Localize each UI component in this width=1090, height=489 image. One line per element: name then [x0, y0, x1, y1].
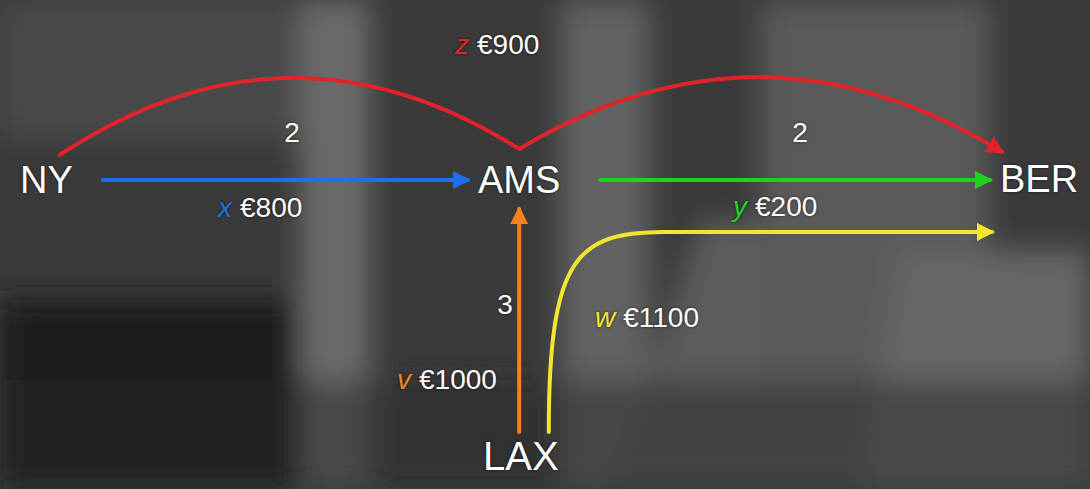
price-label: €900: [477, 30, 539, 61]
photo-patch: [0, 0, 300, 140]
city-node: LAX: [483, 436, 559, 476]
photo-patch: [0, 380, 1090, 489]
edge-letter: v: [397, 365, 411, 396]
city-name: LAX: [483, 436, 559, 476]
edge-letter: z: [455, 30, 469, 61]
price-label: €1000: [419, 365, 497, 396]
city-node: BER: [1000, 160, 1078, 198]
flight-connector: [600, 178, 990, 182]
city-name: AMS: [478, 161, 560, 199]
edge-letter: x: [218, 193, 232, 224]
city-name: NY: [20, 161, 73, 199]
flight-connector: [60, 77, 1002, 155]
price-label: €200: [755, 192, 817, 223]
duration-number: 3: [497, 290, 513, 321]
city-node: NY: [20, 161, 73, 199]
price-label: €1100: [623, 303, 699, 334]
edge-letter: w: [595, 303, 615, 334]
duration-number: 2: [284, 118, 300, 149]
city-name: BER: [1000, 160, 1078, 198]
flight-connector: [103, 178, 468, 182]
price-label: €800: [240, 193, 302, 224]
edge-letter: y: [733, 192, 747, 223]
duration-number: 2: [792, 118, 808, 149]
flight-connector: [517, 209, 521, 432]
city-node: AMS: [478, 161, 560, 199]
flight-connector: [549, 232, 992, 432]
